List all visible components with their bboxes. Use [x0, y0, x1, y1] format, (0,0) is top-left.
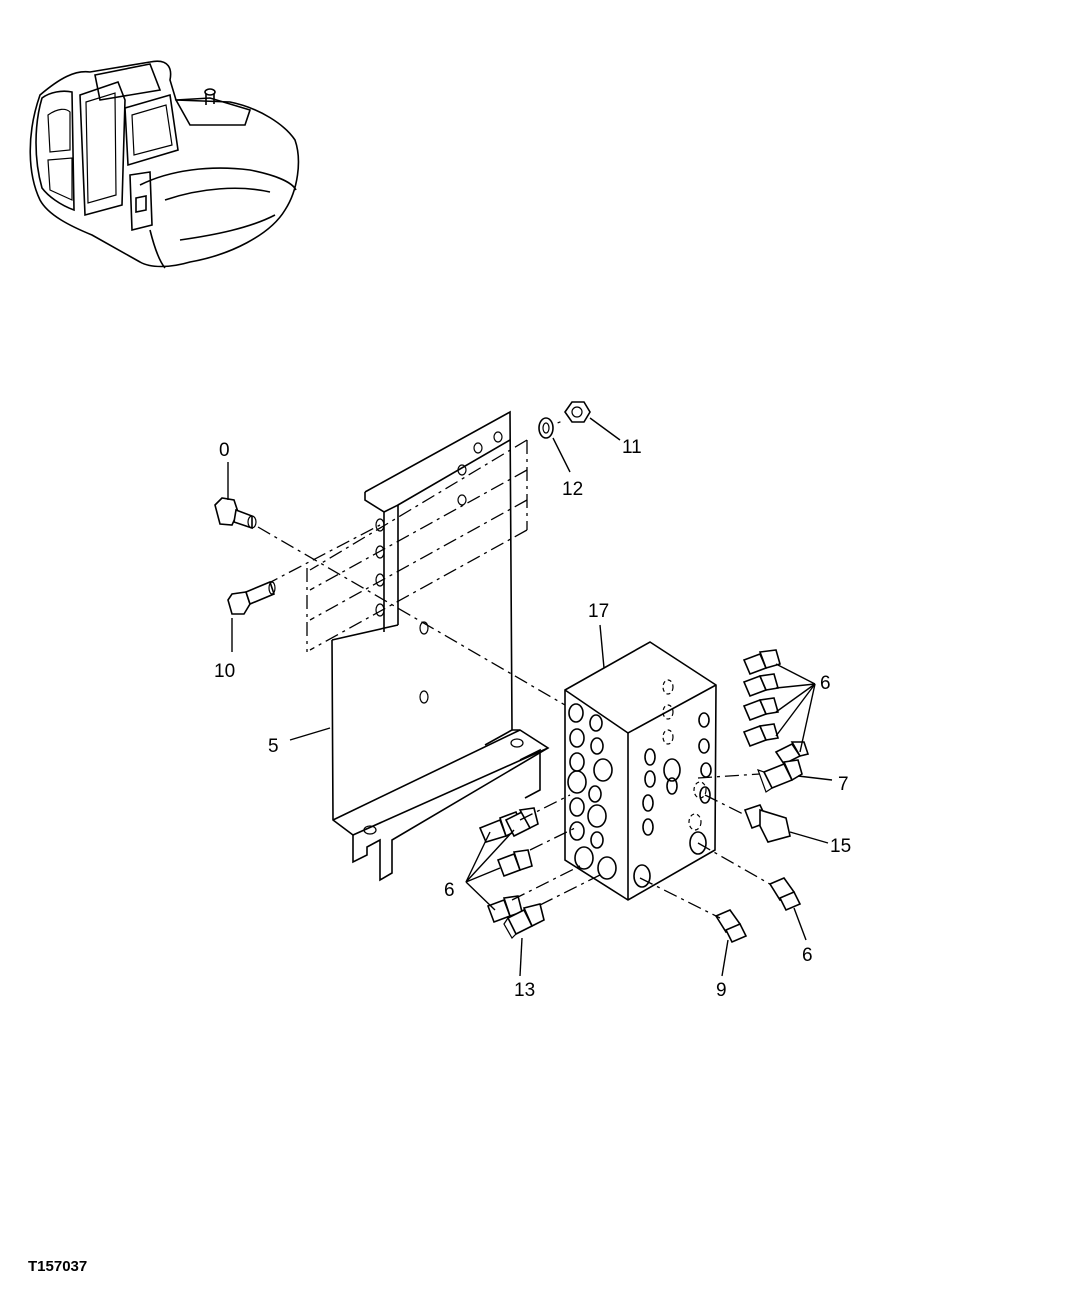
callout-9: 9 — [716, 980, 727, 1001]
callout-6-bottom: 6 — [802, 945, 813, 966]
callout-6-left: 6 — [444, 880, 455, 901]
fitting-6-bottom-right — [768, 877, 802, 912]
fitting-l4 — [486, 895, 523, 924]
callout-0: 0 — [219, 440, 230, 461]
figure-id-label: T157037 — [28, 1258, 88, 1275]
callout-labels: 0 11 12 10 17 5 6 7 15 6 6 13 9 — [214, 437, 851, 1001]
fitting-7 — [757, 759, 803, 793]
callout-leaders — [227, 417, 833, 977]
fitting-13 — [503, 903, 545, 939]
callout-17: 17 — [588, 601, 609, 622]
washer-12 — [538, 417, 554, 439]
callout-6-right: 6 — [820, 673, 831, 694]
fitting-9 — [714, 909, 748, 944]
bracket-fastener-paths — [257, 419, 566, 706]
bolt-10 — [227, 580, 276, 615]
bracket-hole-marker — [419, 621, 429, 635]
mounting-bracket — [331, 410, 550, 882]
bolt-0 — [214, 497, 257, 530]
fittings-lower-group — [478, 794, 802, 944]
fitting-l3 — [496, 849, 533, 878]
excavator-locator-illustration — [29, 60, 300, 269]
fitting-l2 — [504, 807, 539, 838]
elbow-fitting-15 — [743, 804, 791, 843]
manifold-block — [564, 641, 717, 901]
fitting-r4 — [742, 723, 780, 748]
callout-15: 15 — [830, 836, 851, 857]
callout-5: 5 — [268, 736, 279, 757]
callout-7: 7 — [838, 774, 849, 795]
callout-12: 12 — [562, 479, 583, 500]
callout-13: 13 — [514, 980, 535, 1001]
callout-10: 10 — [214, 661, 235, 682]
fitting-r2 — [742, 673, 780, 698]
fittings-right-group — [697, 649, 810, 888]
nut-11 — [564, 401, 591, 423]
fitting-r1 — [742, 649, 781, 676]
fitting-r3 — [742, 697, 780, 722]
callout-11: 11 — [622, 437, 642, 458]
